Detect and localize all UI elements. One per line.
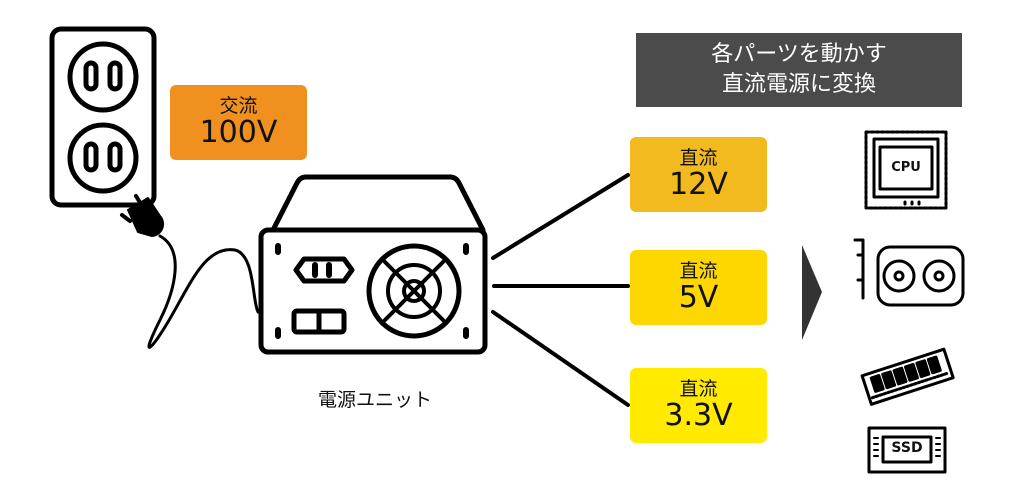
header-line-2: 直流電源に変換 [721, 72, 876, 97]
ssd-label: SSD [891, 440, 923, 456]
dc-voltage: 12V [669, 167, 728, 203]
dc-12v-box: 直流 12V [630, 137, 767, 212]
power-supply-unit-icon [258, 174, 488, 355]
right-arrow-icon [802, 245, 822, 340]
dc-voltage: 5V [678, 280, 719, 316]
ac-voltage: 100V [199, 115, 278, 151]
header-line-1: 各パーツを動かす [711, 42, 887, 68]
cpu-icon [864, 130, 948, 210]
dc-5v-box: 直流 5V [630, 250, 767, 325]
dc-kind: 直流 [679, 377, 718, 400]
psu-label: 電源ユニット [317, 389, 432, 411]
output-lines [491, 173, 630, 407]
line-12v [491, 173, 630, 260]
ssd-icon [867, 426, 947, 474]
ram-memory-icon [860, 347, 955, 406]
dc-voltage: 3.3V [664, 398, 733, 434]
graphics-card-icon [853, 238, 965, 307]
dc-kind: 直流 [679, 259, 718, 282]
ac-kind: 交流 [219, 94, 258, 117]
wall-outlet-icon [49, 26, 157, 208]
cpu-label: CPU [891, 160, 921, 175]
line-3v3 [491, 310, 630, 407]
header-banner: 各パーツを動かす 直流電源に変換 [636, 33, 962, 107]
power-plug-icon [120, 194, 260, 349]
dc-kind: 直流 [679, 146, 718, 169]
dc-3v3-box: 直流 3.3V [630, 368, 767, 443]
ac-voltage-box: 交流 100V [170, 85, 307, 160]
